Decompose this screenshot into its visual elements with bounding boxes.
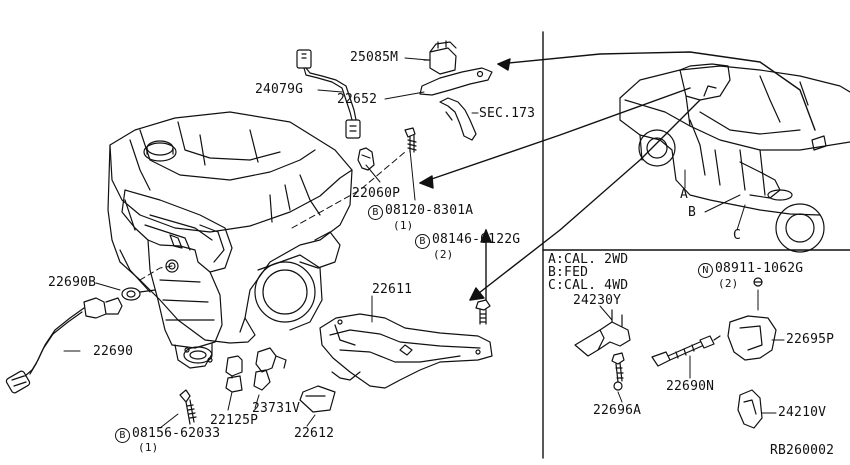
heat-shield-22611 bbox=[319, 313, 493, 389]
label-location-b: B bbox=[688, 205, 697, 220]
harness-24079g bbox=[296, 49, 361, 139]
label-22695p: 22695P bbox=[786, 332, 835, 347]
bracket-24230y bbox=[574, 309, 631, 357]
label-22690n: 22690N bbox=[666, 379, 715, 394]
label-24230y: 24230Y bbox=[573, 293, 622, 308]
pickup-truck bbox=[619, 63, 850, 253]
label-23731v: 23731V bbox=[252, 401, 301, 416]
truck-location-leaders bbox=[684, 169, 746, 231]
bolt-08156-number: 08156-62033 bbox=[132, 426, 221, 441]
label-location-a: A bbox=[680, 187, 689, 202]
legend-b: B:FED bbox=[548, 265, 589, 280]
sensor-23731v bbox=[253, 347, 287, 391]
label-22690: 22690 bbox=[93, 344, 134, 359]
oxygen-sensor-22690 bbox=[5, 287, 156, 394]
hose-sec173 bbox=[439, 97, 477, 141]
leader-lines bbox=[63, 57, 479, 429]
label-location-c: C bbox=[733, 228, 742, 243]
label-sec173: SEC.173 bbox=[479, 106, 536, 121]
sensor-22690n bbox=[651, 335, 721, 367]
bolt-08146 bbox=[475, 299, 491, 325]
bolt-symbol: B bbox=[415, 234, 430, 249]
label-22696a: 22696A bbox=[593, 403, 642, 418]
label-22125p: 22125P bbox=[210, 413, 259, 428]
sensor-22125p bbox=[225, 355, 243, 393]
location-arrows bbox=[419, 51, 816, 301]
label-22612: 22612 bbox=[294, 426, 335, 441]
dashed-guide bbox=[291, 151, 406, 229]
diagram-id: RB260002 bbox=[770, 443, 835, 458]
label-22690b: 22690B bbox=[48, 275, 97, 290]
bolt-22696a bbox=[611, 352, 625, 391]
bracket-22652 bbox=[419, 67, 493, 96]
shield-22612 bbox=[299, 385, 336, 413]
legend-a: A:CAL. 2WD bbox=[548, 252, 629, 267]
label-24210v: 24210V bbox=[778, 405, 827, 420]
label-nut-08911-qty: (2) bbox=[718, 277, 739, 290]
clip-22060p bbox=[357, 147, 375, 171]
bolt-symbol: B bbox=[368, 205, 383, 220]
legend-c: C:CAL. 4WD bbox=[548, 278, 629, 293]
inset-leaders bbox=[599, 289, 785, 414]
label-22652: 22652 bbox=[337, 92, 378, 107]
bolt-08146-number: 08146-6122G bbox=[432, 232, 521, 247]
nut-symbol: N bbox=[698, 263, 713, 278]
bolt-08156 bbox=[179, 389, 197, 425]
bolt-08120 bbox=[404, 127, 417, 153]
bolt-symbol: B bbox=[115, 428, 130, 443]
label-bolt-08156-qty: (1) bbox=[138, 441, 159, 454]
label-22611: 22611 bbox=[372, 282, 413, 297]
label-22060p: 22060P bbox=[352, 186, 401, 201]
label-bolt-08120-qty: (1) bbox=[393, 219, 414, 232]
bracket-24210v bbox=[737, 389, 763, 429]
bolt-08120-number: 08120-8301A bbox=[385, 203, 474, 218]
section-dividers bbox=[542, 31, 850, 459]
engine-block bbox=[107, 111, 353, 344]
label-24079g: 24079G bbox=[255, 82, 304, 97]
nut-08911-number: 08911-1062G bbox=[715, 261, 804, 276]
label-25085m: 25085M bbox=[350, 50, 399, 65]
label-bolt-08146-qty: (2) bbox=[433, 248, 454, 261]
dashed-guide-2 bbox=[139, 265, 173, 281]
catalytic-converter bbox=[121, 189, 233, 369]
sensor-25085m bbox=[423, 40, 457, 75]
bracket-22695p bbox=[727, 277, 777, 361]
